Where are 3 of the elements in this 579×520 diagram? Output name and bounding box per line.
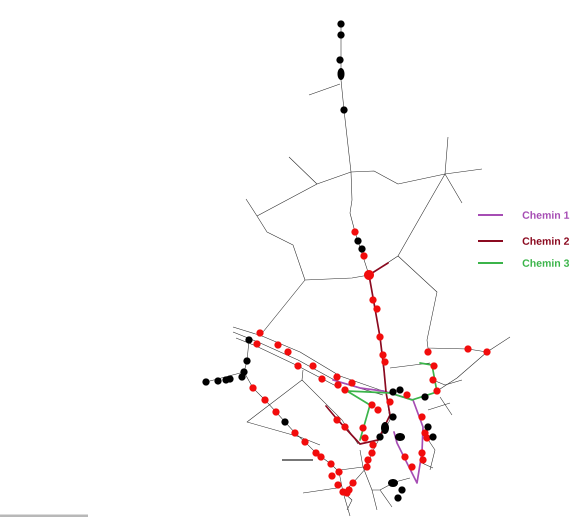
legend-label: Chemin 3 (522, 259, 570, 267)
legend-label: Chemin 2 (522, 237, 570, 245)
legend-label: Chemin 1 (522, 211, 570, 219)
